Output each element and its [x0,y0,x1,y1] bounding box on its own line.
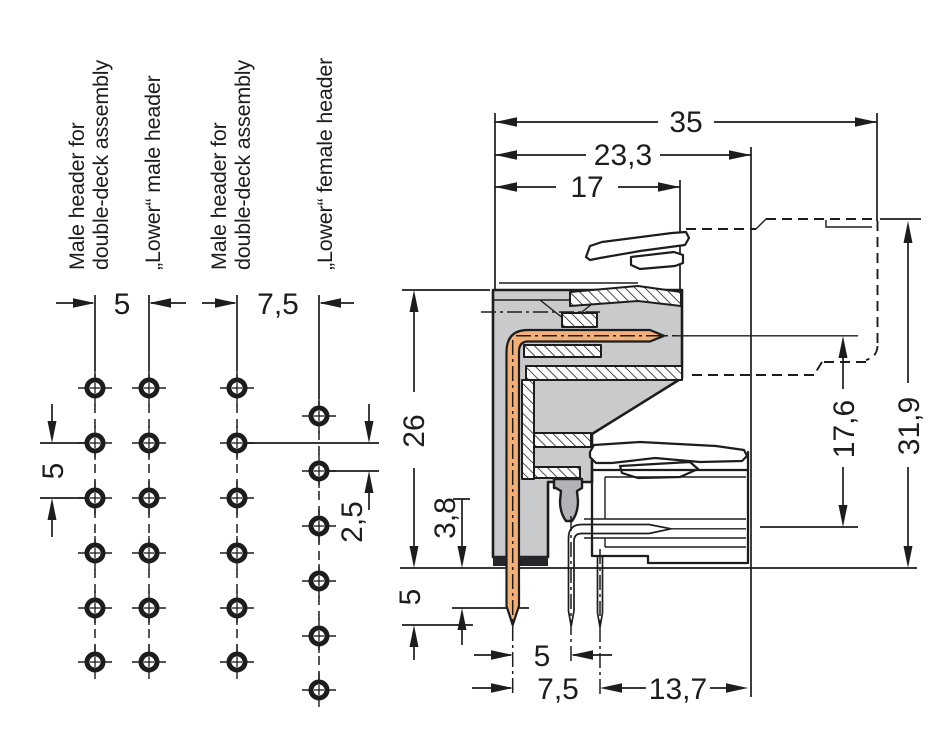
dimension-31-9: 31,9 [893,221,926,568]
dim-text-31-9: 31,9 [893,397,926,455]
label-lower-male-header: „Lower“ male header [141,75,165,270]
dim-text-5-left: 5 [37,463,70,480]
dimension-row-pitch-5: 5 [37,404,92,537]
dimension-col-pitch-7-5: 7,5 [202,288,354,321]
label-male-header-2-line2: double-deck assembly [231,60,255,270]
cross-section-panel: 35 23,3 17 26 3,8 [394,106,926,706]
column-labels: Male header for double-deck assembly „Lo… [65,58,337,270]
dim-text-26: 26 [398,414,431,447]
dimension-5-bottom: 5 [474,640,612,673]
dim-text-3-8: 3,8 [429,497,462,539]
dimension-col-pitch-5: 5 [56,288,186,321]
dimension-5-pin-length: 5 [394,589,427,660]
dimension-23-3: 23,3 [495,139,751,172]
dimension-7-5-bottom: 7,5 [472,673,579,706]
mating-connector-dashed-outline [686,218,879,376]
male-contact-pin [505,328,666,627]
dimension-3-8: 3,8 [429,497,470,645]
label-male-header-1-line1: Male header for [65,122,89,270]
grid-extension-lines [94,295,320,399]
dim-text-13-7: 13,7 [649,673,707,706]
dim-text-2-5: 2,5 [336,501,369,543]
pin-column-centerlines [94,374,320,690]
dim-text-17-6: 17,6 [828,400,861,458]
pin-guide-funnel [552,477,584,523]
dim-text-35: 35 [669,106,702,139]
section-hatching [521,285,683,480]
male-latch-lever [584,230,691,271]
centerlines [481,311,858,697]
dimension-13-7: 13,7 [600,673,748,706]
label-lower-female-header: „Lower“ female header [313,58,337,270]
dim-text-5-bottom: 5 [534,640,551,673]
dim-text-17: 17 [570,171,603,204]
pin-grid-panel: Male header for double-deck assembly „Lo… [37,58,379,707]
lower-female-header [567,440,750,628]
dim-text-5-top: 5 [114,288,131,321]
dimension-35: 35 [495,106,877,139]
housing-base-band [493,556,548,566]
male-header-body [491,282,684,566]
dimension-row-offset-2-5: 2,5 [246,404,379,543]
dimension-26: 26 [398,290,431,568]
dimension-17-6: 17,6 [828,336,861,527]
dimension-17: 17 [495,171,680,204]
dim-text-7-5-top: 7,5 [257,288,299,321]
dim-text-5-pin: 5 [394,589,427,606]
label-male-header-1-line2: double-deck assembly [89,60,113,270]
dim-text-7-5-bottom: 7,5 [537,673,579,706]
dim-text-23-3: 23,3 [594,139,652,172]
label-male-header-2-line1: Male header for [207,122,231,270]
female-solder-pin [596,556,604,628]
female-contact-pin [567,523,746,627]
